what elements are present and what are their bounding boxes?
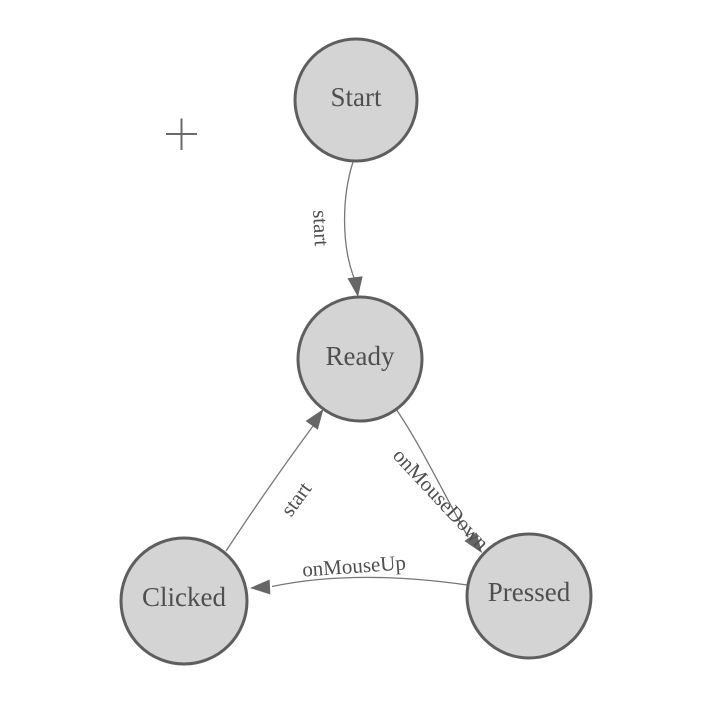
edge-pressed-to-clicked-line[interactable] [271, 576, 468, 588]
arrowhead-icon [347, 276, 363, 297]
edge-start-to-ready-line[interactable] [343, 161, 356, 280]
crosshair-icon [166, 118, 197, 150]
edge-ready-to-pressed: onMouseDown [388, 408, 494, 555]
state-node-start-circle[interactable] [293, 37, 419, 163]
edge-start-to-ready: start [308, 161, 363, 297]
edge-clicked-to-ready: start [225, 409, 324, 552]
edge-label-start-1: start [308, 209, 334, 247]
arrowhead-icon [305, 409, 324, 430]
state-node-clicked: Clicked [119, 536, 249, 666]
edge-pressed-to-clicked: onMouseUp [250, 550, 468, 595]
state-node-pressed-circle[interactable] [465, 532, 593, 660]
edge-clicked-to-ready-line[interactable] [225, 425, 314, 552]
edge-ready-to-pressed-line[interactable] [395, 408, 469, 538]
arrowhead-icon [250, 579, 271, 595]
state-node-pressed: Pressed [465, 532, 593, 660]
state-node-ready: Ready [296, 295, 424, 423]
edge-label-onmousedown: onMouseDown [388, 443, 494, 554]
state-node-ready-circle[interactable] [296, 295, 424, 423]
edge-label-start-2: start [276, 477, 317, 520]
state-node-clicked-circle[interactable] [119, 536, 249, 666]
state-node-start: Start [293, 37, 419, 163]
arrowhead-icon [464, 532, 482, 553]
